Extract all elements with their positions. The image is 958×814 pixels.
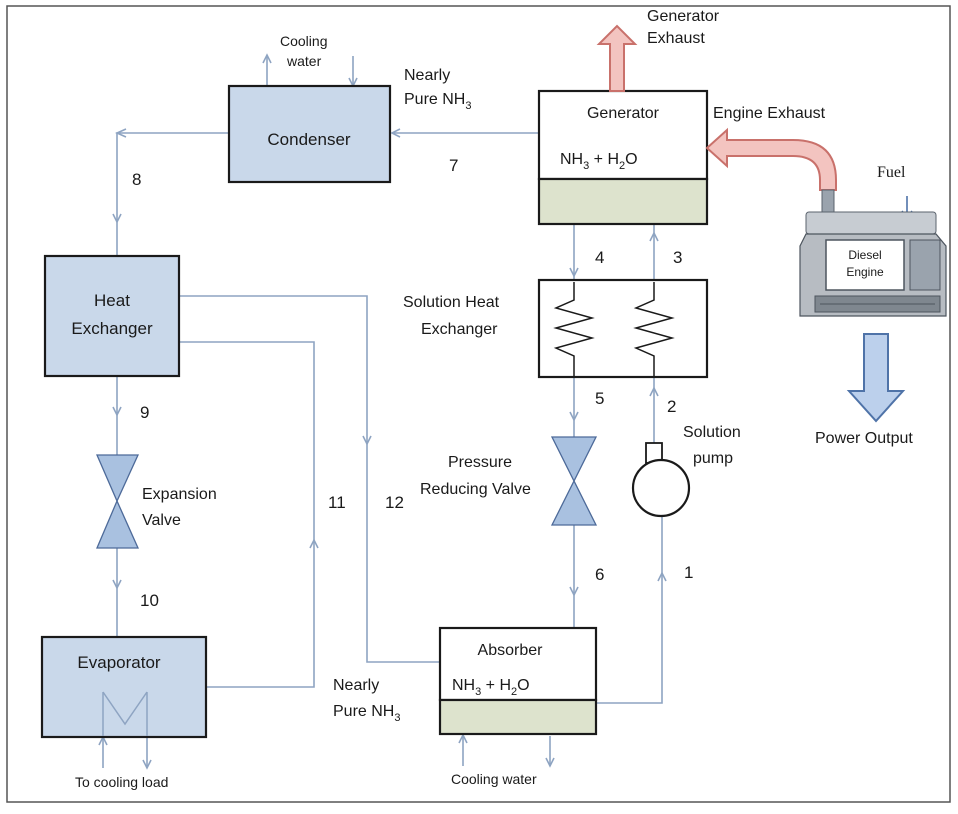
state-point-11: 11 <box>328 493 346 512</box>
prv-label-line1: Pressure <box>448 454 512 471</box>
diesel-engine-label-line1: Diesel <box>848 248 881 262</box>
state-point-3: 3 <box>673 248 682 267</box>
state-point-6: 6 <box>595 565 604 584</box>
state-point-4: 4 <box>595 248 604 267</box>
solution-pump-label-line2: pump <box>693 450 733 467</box>
solution-pump-label-line1: Solution <box>683 424 741 441</box>
power-output-label: Power Output <box>815 430 913 447</box>
diesel-engine-label-line2: Engine <box>846 265 884 279</box>
cooling-water-label-line1: Cooling <box>280 33 327 49</box>
nearly-pure-bottom-line1: Nearly <box>333 677 379 694</box>
engine-exhaust-label: Engine Exhaust <box>713 105 826 122</box>
state-point-10: 10 <box>140 591 159 610</box>
heat-exchanger-box: Heat Exchanger <box>45 256 179 376</box>
condenser-label: Condenser <box>267 130 351 149</box>
absorber-label: Absorber <box>478 642 544 659</box>
generator-label: Generator <box>587 105 660 122</box>
heat-exchanger-label-line1: Heat <box>94 291 130 310</box>
to-cooling-load-label: To cooling load <box>75 774 168 790</box>
cooling-water-label-line2: water <box>286 53 322 69</box>
state-point-8: 8 <box>132 170 141 189</box>
expansion-valve-label-line2: Valve <box>142 512 181 529</box>
nearly-pure-top-line1: Nearly <box>404 67 450 84</box>
state-point-2: 2 <box>667 397 676 416</box>
expansion-valve-label-line1: Expansion <box>142 486 217 503</box>
solution-hx-label-line2: Exchanger <box>421 321 498 338</box>
evaporator-box: Evaporator <box>42 637 206 737</box>
fuel-label: Fuel <box>877 164 906 181</box>
state-point-5: 5 <box>595 389 604 408</box>
state-point-9: 9 <box>140 403 149 422</box>
state-point-12: 12 <box>385 493 404 512</box>
solution-hx-label-line1: Solution Heat <box>403 294 500 311</box>
absorber-box: Absorber NH3 + H2O <box>440 628 596 734</box>
absorber-cooling-water-label: Cooling water <box>451 771 537 787</box>
prv-label-line2: Reducing Valve <box>420 481 531 498</box>
generator-exhaust-label-line2: Exhaust <box>647 30 705 47</box>
solution-heat-exchanger-box <box>539 280 707 377</box>
evaporator-label: Evaporator <box>77 653 160 672</box>
condenser-box: Condenser <box>229 86 390 182</box>
generator-exhaust-label-line1: Generator <box>647 8 720 25</box>
heat-exchanger-label-line2: Exchanger <box>71 319 153 338</box>
state-point-1: 1 <box>684 563 693 582</box>
state-point-7: 7 <box>449 156 458 175</box>
generator-box: Generator NH3 + H2O <box>539 91 707 224</box>
